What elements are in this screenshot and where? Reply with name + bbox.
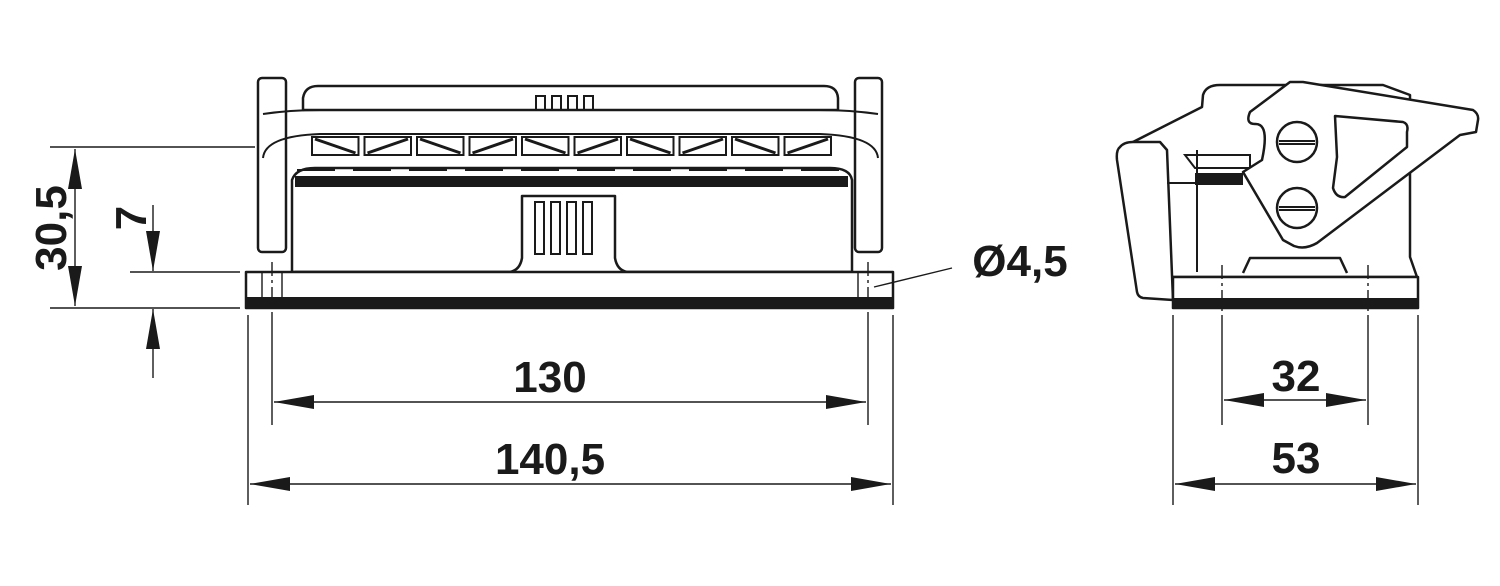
- left-ear: [256, 76, 288, 254]
- tab-slots: [534, 201, 593, 255]
- rib-strut: [682, 137, 724, 155]
- rib-strut: [367, 137, 409, 155]
- rib-strut: [472, 137, 514, 155]
- rib-strut: [734, 137, 776, 155]
- dim-total-length: 140,5: [495, 435, 605, 484]
- side-view: [1115, 80, 1480, 320]
- rib: [521, 136, 570, 156]
- dim-hole-diameter: Ø4,5: [972, 237, 1067, 286]
- seal-band: [295, 176, 848, 187]
- lever-window: [1331, 114, 1409, 199]
- rib-strut: [419, 137, 461, 155]
- rib: [573, 136, 622, 156]
- rib: [468, 136, 517, 156]
- dim-hole-spacing-length: 130: [513, 353, 586, 402]
- side-seal-band: [1195, 173, 1243, 185]
- side-step: [1241, 256, 1349, 274]
- front-view: [244, 76, 895, 320]
- base-band: [246, 297, 893, 308]
- screw-icon: [1275, 186, 1319, 230]
- rib-strut: [787, 137, 829, 155]
- rib: [626, 136, 675, 156]
- screw-icon: [1275, 120, 1319, 164]
- rib: [731, 136, 780, 156]
- rib-strut: [314, 137, 356, 155]
- dim-height-total: 30,5: [27, 185, 76, 271]
- side-flap: [1115, 140, 1175, 302]
- rib: [783, 136, 832, 156]
- dim-hole-spacing-width: 32: [1272, 352, 1321, 401]
- rib-strut: [524, 137, 566, 155]
- side-base-band: [1173, 298, 1418, 309]
- cooling-ribs: [311, 136, 832, 156]
- rib: [678, 136, 727, 156]
- rib: [311, 136, 360, 156]
- top-cover: [301, 84, 840, 112]
- rib: [363, 136, 412, 156]
- dim-total-width: 53: [1272, 434, 1321, 483]
- dimension-lines: [50, 146, 1419, 505]
- rib-strut: [577, 137, 619, 155]
- center-tab: [295, 194, 850, 274]
- rib: [416, 136, 465, 156]
- right-ear: [853, 76, 884, 254]
- rib-strut: [629, 137, 671, 155]
- dim-base-height: 7: [107, 206, 156, 230]
